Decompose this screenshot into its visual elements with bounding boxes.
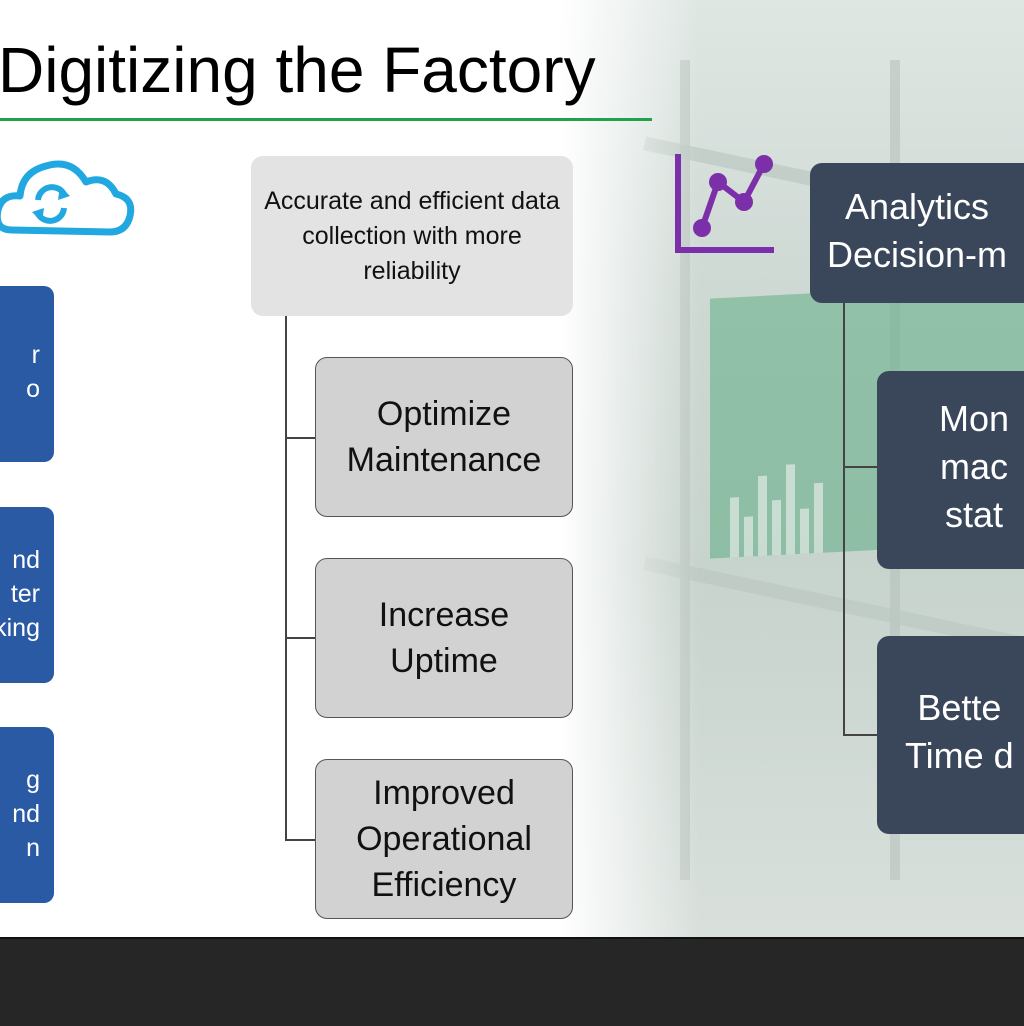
left-box-3: g nd n [0,727,54,903]
right-header-box: Analytics Decision-m [810,163,1024,303]
item-improved-operational-efficiency-text: Improved Operational Efficiency [356,774,532,904]
item-increase-uptime-text: Increase Uptime [378,596,510,680]
center-connector-1 [285,437,316,439]
left-box-3-text: g nd n [12,766,40,862]
left-box-1-text: r o [26,341,40,403]
left-box-2-text: nd ter king [0,546,40,642]
title-underline [0,118,652,121]
right-connector-1 [843,466,878,468]
right-item-2-text: Bette Time d [905,687,1014,776]
item-optimize-maintenance-text: Optimize Maintenance [346,395,542,479]
right-connector-vertical [843,303,845,736]
bottom-bar [0,937,1024,1026]
item-increase-uptime: Increase Uptime [315,558,573,718]
cloud-sync-icon [0,160,135,236]
left-box-1: r o [0,286,54,462]
center-header-box: Accurate and efficient data collection w… [251,156,573,316]
right-item-2: Bette Time d [877,636,1024,834]
line-chart-icon [675,154,774,253]
right-item-1: Mon mac stat [877,371,1024,569]
item-optimize-maintenance: Optimize Maintenance [315,357,573,517]
center-connector-2 [285,637,316,639]
right-item-1-text: Mon mac stat [939,398,1010,535]
item-improved-operational-efficiency: Improved Operational Efficiency [315,759,573,919]
right-connector-2 [843,734,878,736]
right-header-text: Analytics Decision-m [827,186,1008,275]
center-connector-vertical [285,316,287,840]
center-connector-3 [285,839,316,841]
left-box-2: nd ter king [0,507,54,683]
center-header-text: Accurate and efficient data collection w… [264,186,560,285]
slide-title: Digitizing the Factory [0,34,596,106]
